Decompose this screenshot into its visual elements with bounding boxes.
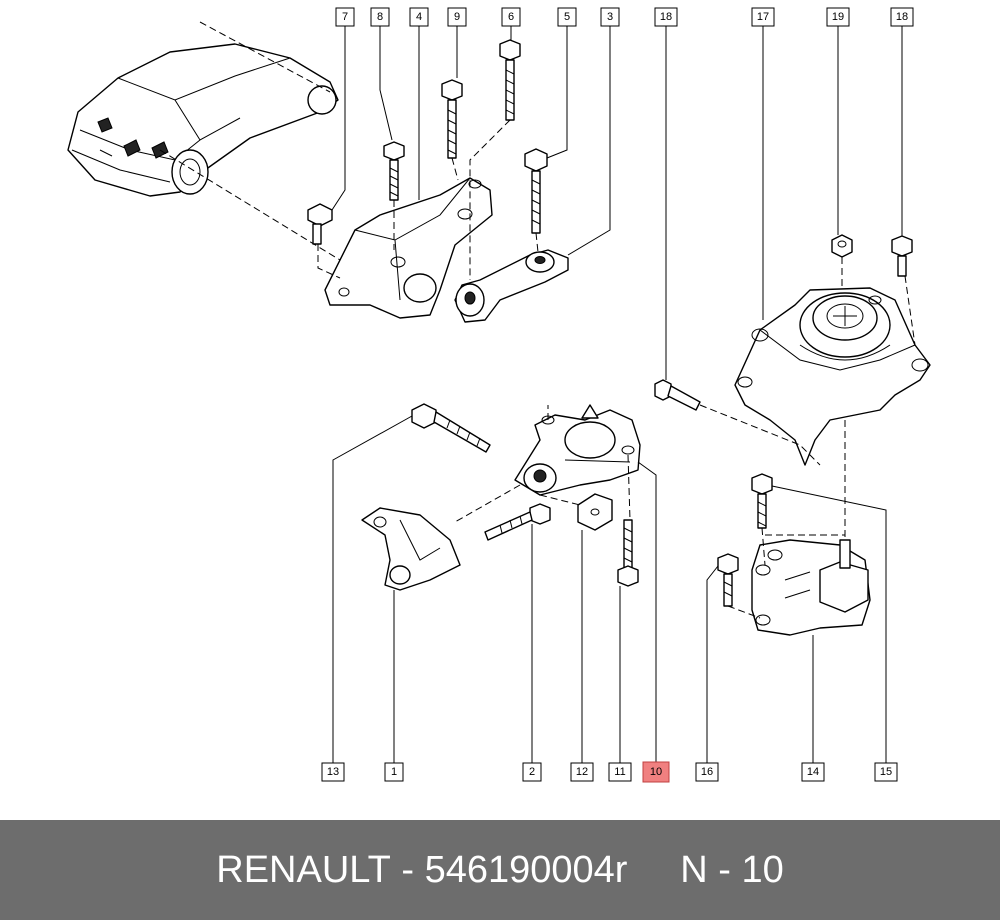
svg-text:3: 3	[607, 11, 613, 23]
svg-text:18: 18	[660, 11, 672, 23]
bolt-13	[411, 403, 491, 453]
svg-text:17: 17	[757, 11, 769, 23]
callout-12: 12	[570, 762, 594, 782]
callout-8: 8	[370, 7, 390, 27]
callout-17: 17	[751, 7, 775, 27]
svg-text:6: 6	[508, 11, 514, 23]
callout-15: 15	[874, 762, 898, 782]
callout-5: 5	[557, 7, 577, 27]
torque-rod-stay	[454, 249, 569, 323]
svg-text:5: 5	[564, 11, 570, 23]
callout-1: 1	[384, 762, 404, 782]
callout-11: 11	[608, 762, 632, 782]
bolt-18-left	[654, 379, 701, 411]
bolt-7	[307, 203, 333, 245]
nut-19	[831, 234, 853, 258]
callout-10-highlighted: 10	[642, 761, 670, 783]
engine-mount-exploded-diagram: 7 8 4 9 6 5 3 18 17 19 18 13 1 2 12 11 1…	[67, 7, 931, 783]
svg-text:18: 18	[896, 11, 908, 23]
callout-16: 16	[695, 762, 719, 782]
footer-gap	[627, 849, 680, 892]
bracket-1	[361, 507, 461, 591]
upper-engine-bracket	[324, 177, 493, 319]
bolt-9	[441, 79, 463, 159]
bolt-18-right	[891, 235, 913, 277]
callout-19: 19	[826, 7, 850, 27]
bolt-15	[751, 473, 773, 529]
svg-text:1: 1	[391, 766, 397, 778]
bolt-11	[617, 519, 639, 587]
svg-text:10: 10	[650, 766, 662, 778]
svg-text:9: 9	[454, 11, 460, 23]
bolt-2	[484, 503, 551, 541]
footer-part-number: 546190004r	[424, 848, 628, 891]
footer-separator: -	[390, 848, 425, 891]
engine-mount-10	[514, 404, 641, 496]
svg-text:15: 15	[880, 766, 892, 778]
callout-13: 13	[321, 762, 345, 782]
svg-text:12: 12	[576, 766, 588, 778]
svg-text:19: 19	[832, 11, 844, 23]
car-overview-illustration	[67, 21, 341, 261]
leader-lines	[331, 26, 903, 763]
svg-text:8: 8	[377, 11, 383, 23]
lower-bracket-14	[751, 539, 871, 636]
callout-14: 14	[801, 762, 825, 782]
callout-18-top-right: 18	[890, 7, 914, 27]
transmission-mount	[734, 287, 931, 466]
assembly-dashed-lines	[317, 119, 916, 619]
bolt-6	[499, 39, 521, 121]
callout-2: 2	[522, 762, 542, 782]
svg-text:2: 2	[529, 766, 535, 778]
callout-7: 7	[335, 7, 355, 27]
callout-6: 6	[501, 7, 521, 27]
bolt-8	[383, 141, 405, 201]
svg-text:16: 16	[701, 766, 713, 778]
callout-4: 4	[409, 7, 429, 27]
bolt-16	[717, 553, 739, 607]
callout-18-top-left: 18	[654, 7, 678, 27]
svg-text:11: 11	[614, 766, 625, 778]
nut-12	[577, 493, 613, 531]
svg-text:13: 13	[327, 766, 339, 778]
bolt-5	[524, 148, 548, 234]
svg-text:4: 4	[416, 11, 422, 23]
footer-brand: RENAULT	[216, 848, 391, 891]
callout-9: 9	[447, 7, 467, 27]
part-info-footer: RENAULT - 546190004r N - 10	[0, 820, 1000, 920]
callout-3: 3	[600, 7, 620, 27]
svg-text:14: 14	[807, 766, 819, 778]
footer-reference: N - 10	[680, 848, 784, 891]
svg-text:7: 7	[342, 11, 348, 23]
